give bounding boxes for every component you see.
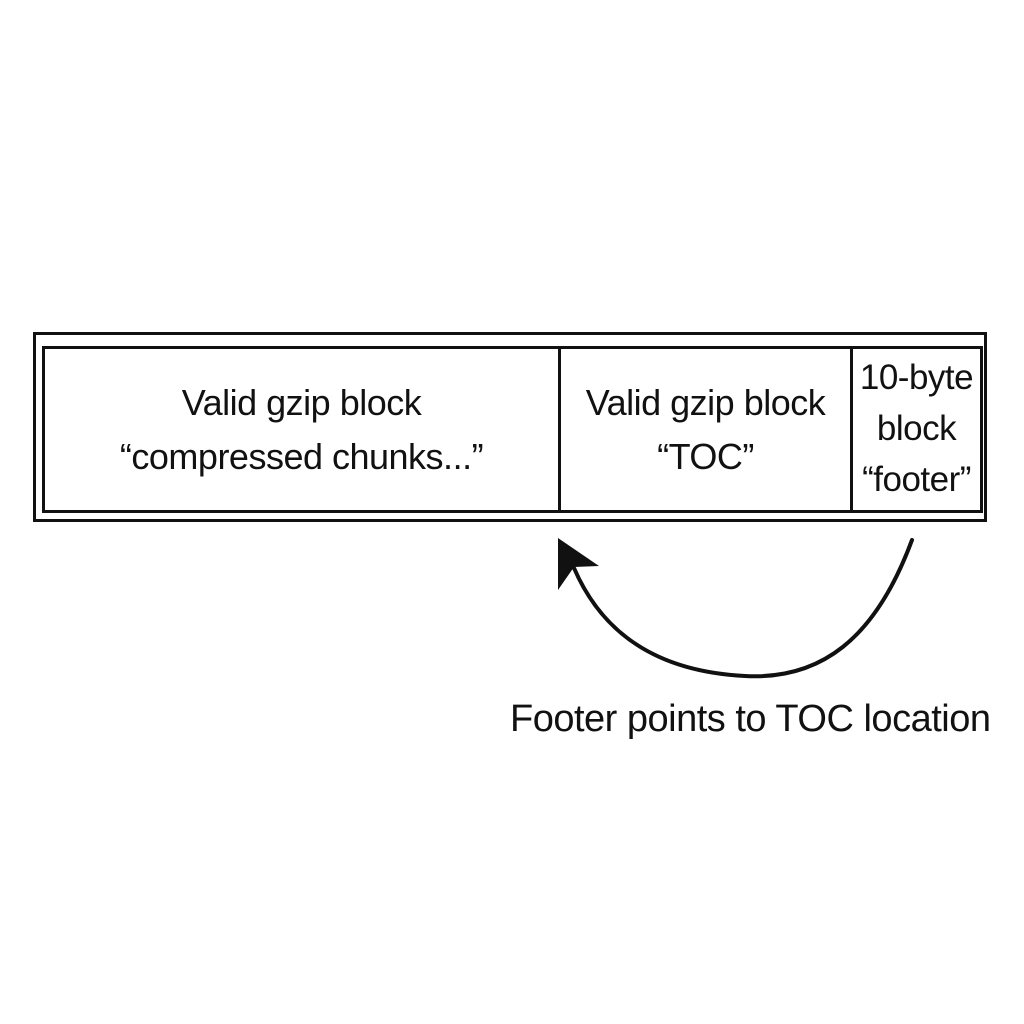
block-toc-label: “TOC” [657, 435, 754, 477]
block-toc: Valid gzip block “TOC” [558, 349, 850, 510]
block-compressed-chunks: Valid gzip block “compressed chunks...” [45, 349, 558, 510]
file-outer-border [33, 332, 987, 522]
block-compressed-chunks-label: “compressed chunks...” [119, 435, 484, 477]
file-block-row: Valid gzip block “compressed chunks...” … [42, 346, 983, 513]
block-footer-kind: block [876, 409, 957, 449]
diagram-caption: Footer points to TOC location [510, 698, 991, 740]
block-footer: 10-byte block “footer” [850, 349, 980, 510]
block-footer-label: “footer” [862, 459, 971, 499]
block-compressed-chunks-title: Valid gzip block [181, 381, 422, 423]
block-footer-size: 10-byte [859, 358, 974, 398]
block-toc-title: Valid gzip block [585, 381, 826, 423]
arrow-head [558, 538, 599, 590]
arrow-curve [572, 538, 914, 679]
